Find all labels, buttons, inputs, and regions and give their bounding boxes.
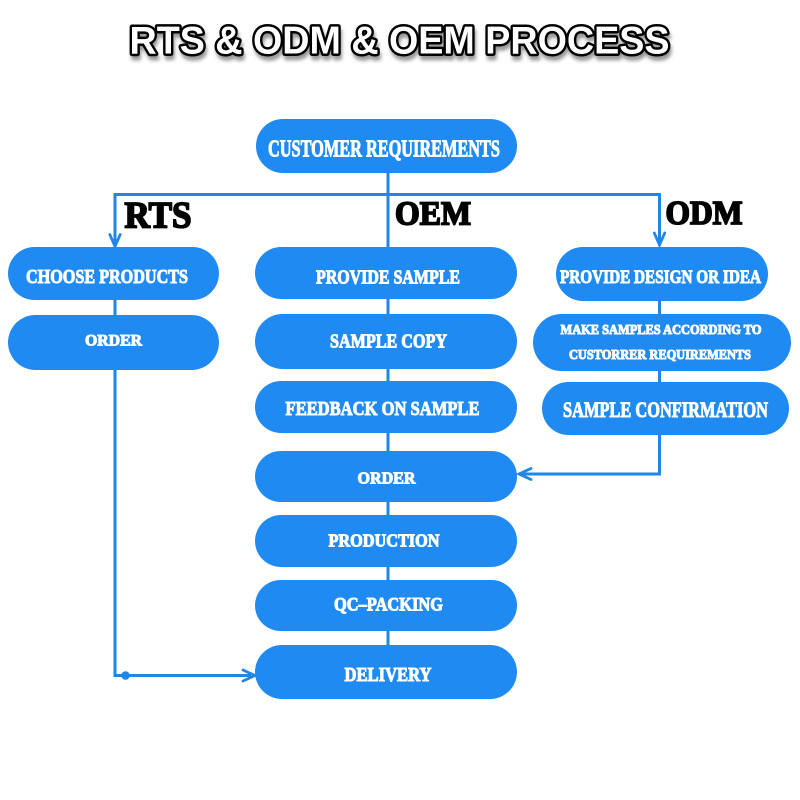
svg-text:CHOOSE PRODUCTS: CHOOSE PRODUCTS: [26, 266, 188, 288]
svg-text:CUSTORRER REQUIREMENTS: CUSTORRER REQUIREMENTS: [569, 347, 751, 362]
svg-text:RTS & ODM & OEM PROCESS: RTS & ODM & OEM PROCESS: [130, 20, 670, 63]
svg-text:MAKE SAMPLES ACCORDING TO: MAKE SAMPLES ACCORDING TO: [561, 322, 762, 337]
svg-text:PROVIDE DESIGN OR IDEA: PROVIDE DESIGN OR IDEA: [560, 267, 761, 288]
svg-text:SAMPLE COPY: SAMPLE COPY: [330, 332, 447, 353]
svg-text:CUSTOMER REQUIREMENTS: CUSTOMER REQUIREMENTS: [268, 137, 500, 163]
svg-text:ORDER: ORDER: [85, 333, 142, 350]
svg-text:RTS: RTS: [125, 196, 192, 237]
svg-text:FEEDBACK ON SAMPLE: FEEDBACK ON SAMPLE: [286, 398, 480, 420]
svg-text:ORDER: ORDER: [358, 469, 417, 488]
svg-text:QC–PACKING: QC–PACKING: [334, 595, 443, 616]
svg-text:DELIVERY: DELIVERY: [345, 664, 432, 686]
svg-text:SAMPLE CONFIRMATION: SAMPLE CONFIRMATION: [563, 397, 768, 422]
svg-text:PROVIDE SAMPLE: PROVIDE SAMPLE: [316, 267, 460, 289]
svg-text:PRODUCTION: PRODUCTION: [329, 531, 440, 551]
svg-text:ODM: ODM: [666, 195, 743, 232]
svg-text:RTS & ODM & OEM PROCESS: RTS & ODM & OEM PROCESS: [131, 24, 671, 67]
svg-text:OEM: OEM: [395, 196, 471, 233]
